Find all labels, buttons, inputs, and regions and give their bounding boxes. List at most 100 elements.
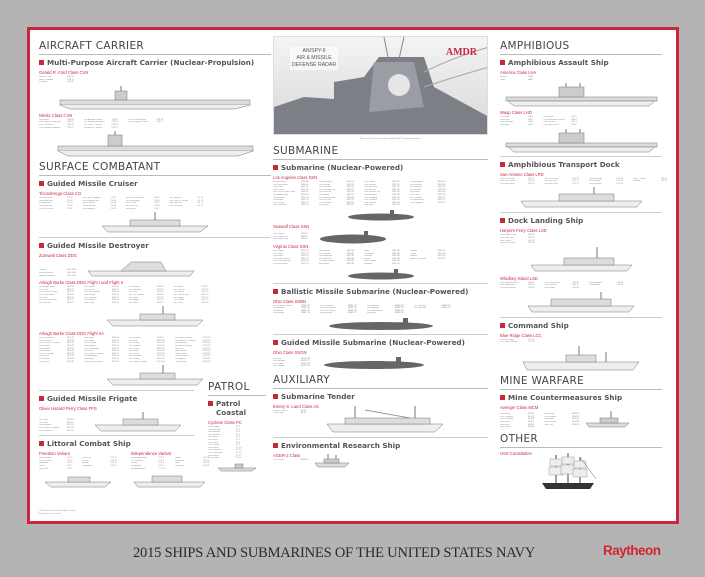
hull-number: DDG 80 — [67, 339, 74, 342]
hull-number: DDG 59 — [111, 288, 119, 291]
bullet-square-icon — [39, 181, 44, 187]
ship-name: USS Squall — [208, 438, 218, 441]
hull-number: CVN 80 — [67, 81, 74, 84]
section-divider — [273, 333, 488, 335]
ship-name: USS Bulkeley — [39, 350, 51, 353]
ship-name: USS Iwo Jima — [543, 121, 556, 124]
san-antonio-lpd-silhouette-icon — [520, 187, 643, 208]
hull-number: LPD 27 — [660, 180, 668, 183]
hull-number: DDG 106 — [156, 355, 165, 358]
hull-number: DDG 88 — [67, 360, 74, 363]
ship-name: USS Princeton — [82, 202, 95, 205]
hull-number: SSN 764 — [392, 204, 400, 207]
hull-number: LSD 45 — [572, 284, 579, 287]
ship-name: USS Scout — [500, 423, 510, 426]
hull-number: DDG 84 — [67, 350, 74, 353]
subheading-command-ship: Command Ship — [500, 321, 662, 330]
ship-name: USS Wayne E. Meyer — [128, 360, 148, 363]
ship-name: USS Barry — [39, 288, 48, 291]
hull-number: SSN 21 — [301, 233, 308, 236]
ship-name: USS Pearl Harbor — [500, 242, 516, 245]
ship-name: USS Fitzgerald — [83, 296, 97, 299]
ship-name: USS Bonhomme Richard — [543, 118, 565, 121]
ship-name: USS Pasadena — [318, 201, 332, 204]
hull-number: DDG 90 — [111, 339, 119, 342]
hull-number: LSD 50 — [528, 236, 535, 239]
hull-number: FFG 59 — [67, 429, 74, 432]
ship-name: USS Carter Hall — [500, 236, 514, 239]
ship-name: USS Springfield — [364, 196, 378, 199]
ship-name: USS Maryland — [366, 304, 379, 307]
hull-number: CVN 68 — [67, 118, 74, 121]
ship-name: USS Mustin — [83, 337, 94, 340]
hull-number: DDG 97 — [111, 358, 119, 361]
hull-number: DDG 107 — [156, 358, 165, 361]
ship-name: USS Tornado — [208, 457, 220, 460]
category-aircraft-carrier: AIRCRAFT CARRIER — [39, 40, 271, 55]
hull-number: DDG 82 — [67, 345, 74, 348]
hull-number: SSBN 734 — [347, 304, 357, 307]
ship-name: USS Hampton — [409, 186, 422, 189]
hull-number: LPD 17 — [528, 177, 535, 180]
hull-number: LCS 3 — [67, 459, 73, 462]
hull-number: LCC 19 — [528, 338, 535, 341]
class-ticonderoga: Ticonderoga Class CG — [39, 191, 82, 197]
ship-name: Lyndon B. Johnson — [39, 274, 56, 277]
hull-number: LPD 18 — [528, 180, 535, 183]
ship-name: Montana — [409, 255, 418, 258]
hull-number: PC 6 — [236, 436, 241, 439]
ship-entry: USS Bulkeley DDG 84 — [39, 350, 74, 353]
ship-name: USS Nebraska — [366, 307, 380, 310]
ship-name: USS Spruance — [174, 342, 188, 345]
ship-name: USS The Sullivans — [128, 293, 145, 296]
hull-number: DDG 66 — [156, 288, 164, 291]
hull-number: PC 4 — [236, 431, 241, 434]
burke-2a-destroyer-silhouette-icon — [106, 365, 204, 386]
ship-name: USS Chancellorsville — [125, 197, 144, 200]
hull-number: CG 66 — [153, 204, 160, 207]
ship-name: USS Gettysburg — [125, 199, 140, 202]
hull-number: SSN 765 — [437, 181, 446, 183]
ship-name: USS George H.W. Bush — [128, 121, 149, 124]
subheading-ssgn: Guided Missile Submarine (Nuclear-Powere… — [273, 338, 488, 347]
hull-number: SSN 706 — [301, 193, 309, 196]
ship-name: USS Rhode Island — [366, 309, 383, 312]
ship-name: USS Anchorage — [588, 177, 603, 180]
hull-number: SSN 756 — [392, 183, 400, 186]
ship-name: USS Harry S. Truman — [83, 126, 102, 129]
hull-number: LCS 18 — [202, 465, 210, 467]
hull-number: LPD 20 — [572, 177, 579, 180]
hull-number: SSN 774 — [301, 249, 309, 252]
